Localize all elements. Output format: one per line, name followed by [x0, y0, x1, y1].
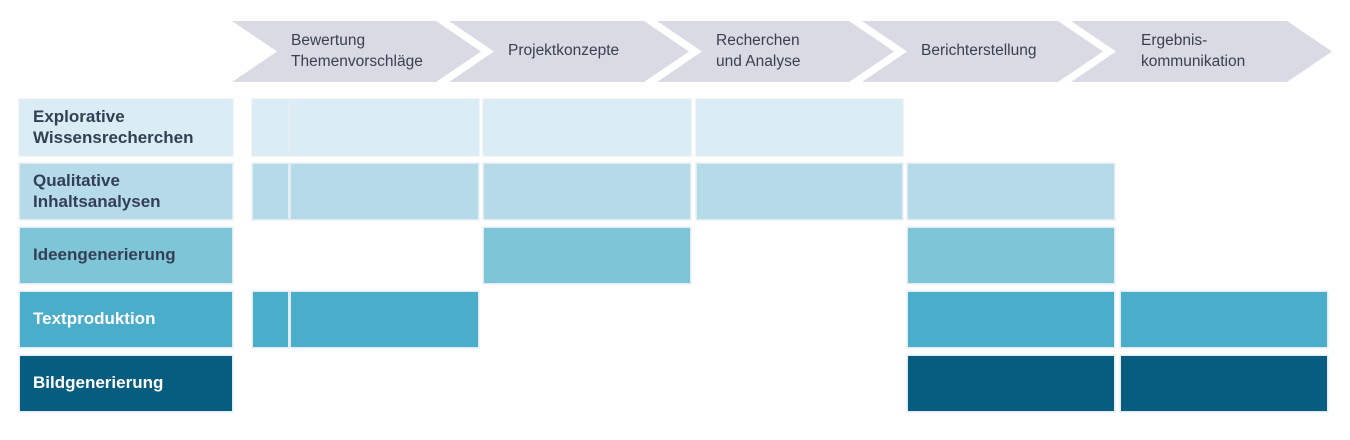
- row-label-bildgenerierung: Bildgenerierung: [20, 356, 232, 411]
- cell-qualitative-inhaltsanalysen-p2: [484, 164, 690, 219]
- cell-bildgenerierung-p4: [908, 356, 1114, 411]
- cell-textproduktion-p4: [908, 292, 1114, 347]
- cell-ideengenerierung-p2: [484, 228, 690, 283]
- cell-qualitative-inhaltsanalysen-p1a: [253, 164, 288, 219]
- phase-label: Berichterstellung: [921, 42, 1037, 60]
- phase-arrow-recherchen-und-analyse: Recherchen und Analyse: [657, 21, 894, 82]
- cell-explorative-wissensrecherchen-p2: [484, 100, 690, 155]
- cell-qualitative-inhaltsanalysen-p3: [697, 164, 902, 219]
- phase-label: Bewertung Themenvorschläge: [291, 32, 423, 70]
- cell-bildgenerierung-p5: [1121, 356, 1327, 411]
- cell-qualitative-inhaltsanalysen-p4: [908, 164, 1114, 219]
- row-label-explorative-wissensrecherchen: Explorative Wissensrecherchen: [20, 100, 232, 155]
- cell-textproduktion-p1b: [291, 292, 478, 347]
- phase-arrow-projektkonzepte: Projektkonzepte: [449, 21, 689, 82]
- cell-explorative-wissensrecherchen-p1a: [253, 100, 288, 155]
- cell-ideengenerierung-p4: [908, 228, 1114, 283]
- row-label-qualitative-inhaltsanalysen: Qualitative Inhaltsanalysen: [20, 164, 232, 219]
- row-label-textproduktion: Textproduktion: [20, 292, 232, 347]
- phase-label: Projektkonzepte: [508, 42, 620, 60]
- cell-textproduktion-p5: [1121, 292, 1327, 347]
- phase-arrow-ergebniskommunikation: Ergebnis- kommunikation: [1071, 21, 1332, 82]
- cell-qualitative-inhaltsanalysen-p1b: [291, 164, 478, 219]
- cell-textproduktion-p1a: [253, 292, 288, 347]
- cell-explorative-wissensrecherchen-p3: [697, 100, 902, 155]
- cell-explorative-wissensrecherchen-p1b: [291, 100, 478, 155]
- phase-arrow-berichterstellung: Berichterstellung: [862, 21, 1103, 82]
- phase-arrow-bewertung-themenvorschlaege: Bewertung Themenvorschläge: [232, 21, 481, 82]
- phase-label: Ergebnis- kommunikation: [1141, 32, 1246, 70]
- row-label-ideengenerierung: Ideengenerierung: [20, 228, 232, 283]
- phase-label: Recherchen und Analyse: [716, 32, 801, 70]
